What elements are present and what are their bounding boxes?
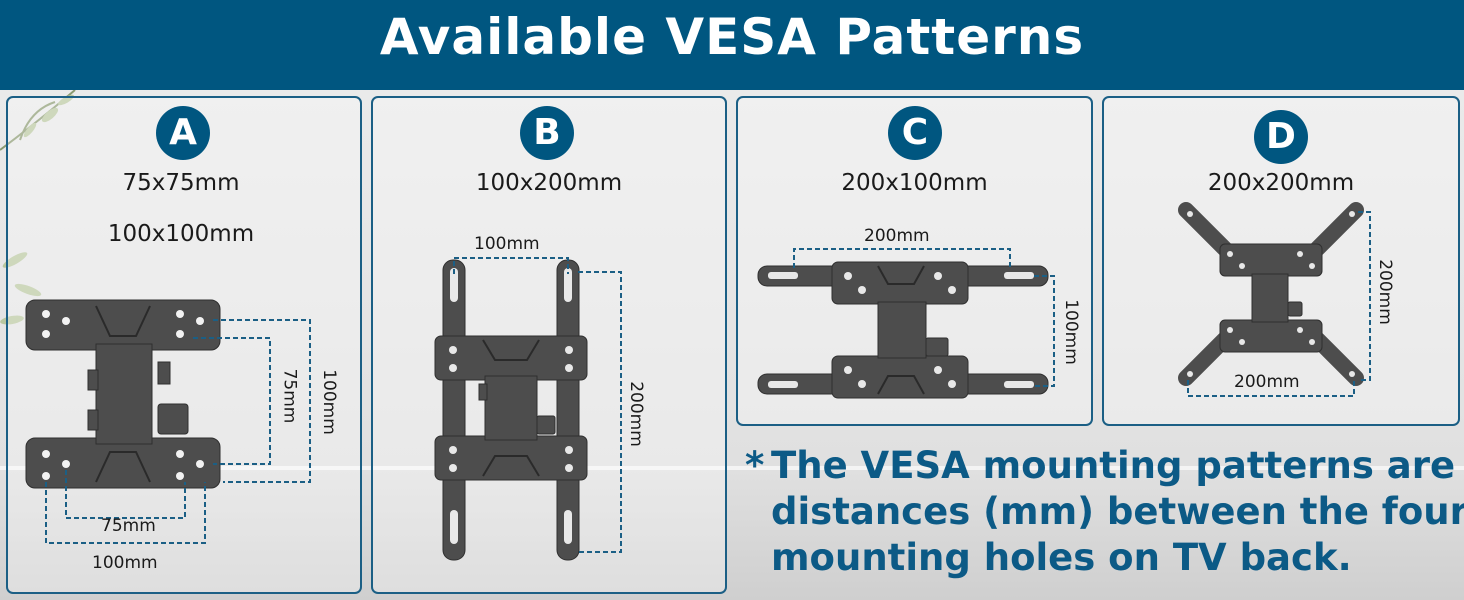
note-line-3: mounting holes on TV back. xyxy=(771,536,1352,579)
dim-a-h2: 100mm xyxy=(92,553,158,573)
size-label-c: 200x100mm xyxy=(841,170,988,196)
dim-c-v: 100mm xyxy=(1060,299,1081,365)
bracket-b-icon xyxy=(434,257,622,561)
floor xyxy=(0,470,1464,600)
pattern-panel-b: B 100x200mm xyxy=(371,96,727,594)
bracket-c-icon xyxy=(757,248,1055,399)
note-asterisk: * xyxy=(745,444,765,487)
bracket-d-icon xyxy=(1178,202,1371,397)
dim-c-h: 200mm xyxy=(864,226,930,246)
size-label-b: 100x200mm xyxy=(475,170,623,196)
note-line-1: The VESA mounting patterns are the xyxy=(771,444,1464,487)
pattern-panel-c: C 200x100mm 200m xyxy=(736,96,1093,426)
size-label-a-2: 100x100mm xyxy=(107,221,255,247)
size-label-a-1: 75x75mm xyxy=(122,170,240,196)
page-title: Available VESA Patterns xyxy=(379,8,1085,66)
header-bar: Available VESA Patterns xyxy=(0,0,1464,90)
badge-b: B xyxy=(520,106,574,160)
size-label-d: 200x200mm xyxy=(1207,170,1355,196)
badge-a: A xyxy=(156,106,210,160)
dim-a-h1: 75mm xyxy=(101,516,156,536)
badge-c: C xyxy=(888,106,942,160)
badge-d: D xyxy=(1254,110,1308,164)
dim-a-v2: 100mm xyxy=(318,369,339,435)
dim-b-h: 100mm xyxy=(474,234,540,254)
dim-b-v: 200mm xyxy=(625,381,646,447)
dim-a-v1: 75mm xyxy=(279,368,300,424)
bracket-a-icon xyxy=(25,299,311,544)
pattern-panel-d: D 200x200mm 200mm 200mm xyxy=(1102,96,1460,426)
dim-d-v: 200mm xyxy=(1374,259,1395,325)
dim-d-h: 200mm xyxy=(1234,372,1300,392)
note-line-2: distances (mm) between the four xyxy=(771,490,1464,533)
wall-baseboard xyxy=(0,466,1464,472)
pattern-panel-a: A 75x75mm 100x100mm xyxy=(6,96,362,594)
